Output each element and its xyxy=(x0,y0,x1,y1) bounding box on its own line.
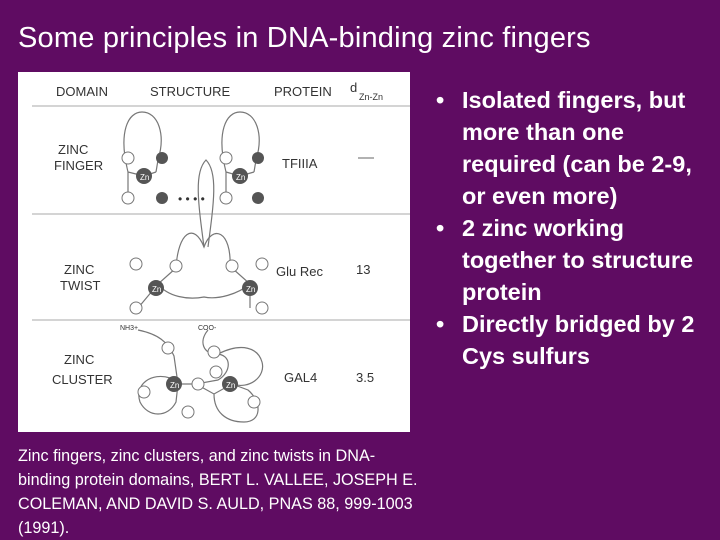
row1-protein: TFIIIA xyxy=(282,156,318,171)
row2-domain-line1: ZINC xyxy=(64,262,94,277)
bullet-item: 2 zinc working together to structure pro… xyxy=(432,212,712,308)
row2-protein: Glu Rec xyxy=(276,264,323,279)
header-domain: DOMAIN xyxy=(56,84,108,99)
zinc-cluster-atoms: NH3+ COO- Zn Zn xyxy=(120,325,261,419)
row1-domain-line2: FINGER xyxy=(54,158,103,173)
zinc-label: Zn xyxy=(170,381,179,390)
zinc-twist-atoms: Zn Zn xyxy=(129,257,269,315)
figure-caption: Zinc fingers, zinc clusters, and zinc tw… xyxy=(18,447,418,537)
header-structure: STRUCTURE xyxy=(150,84,230,99)
zinc-domain-diagram: DOMAIN STRUCTURE PROTEIN d Zn-Zn ZINC FI… xyxy=(32,80,410,423)
header-d-subscript: Zn-Zn xyxy=(359,92,383,102)
zinc-label: Zn xyxy=(140,173,149,182)
row3-protein: GAL4 xyxy=(284,370,317,385)
zinc-label: Zn xyxy=(226,381,235,390)
row2-distance: 13 xyxy=(356,262,370,277)
repeat-dots: • • • • xyxy=(178,192,205,206)
zinc-label: Zn xyxy=(152,285,161,294)
nh3-terminus-label: NH3+ xyxy=(120,325,138,332)
zinc-finger-structure xyxy=(123,111,260,204)
bullet-item: Directly bridged by 2 Cys sulfurs xyxy=(432,308,712,372)
bullet-item: Isolated fingers, but more than one requ… xyxy=(432,84,712,212)
slide-title: Some principles in DNA-binding zinc fing… xyxy=(18,22,591,54)
coo-terminus-label: COO- xyxy=(198,325,217,332)
zinc-cluster-structure xyxy=(137,329,264,423)
bullet-list: Isolated fingers, but more than one requ… xyxy=(432,84,712,372)
row3-domain-line2: CLUSTER xyxy=(52,372,113,387)
row3-domain-line1: ZINC xyxy=(64,352,94,367)
row1-domain-line1: ZINC xyxy=(58,142,88,157)
zinc-domain-figure: DOMAIN STRUCTURE PROTEIN d Zn-Zn ZINC FI… xyxy=(18,72,410,432)
header-d: d xyxy=(350,80,357,95)
zinc-finger-atoms: Zn Zn • • • • xyxy=(121,151,264,206)
row3-distance: 3.5 xyxy=(356,370,374,385)
zinc-label: Zn xyxy=(246,285,255,294)
zinc-label: Zn xyxy=(236,173,245,182)
row2-domain-line2: TWIST xyxy=(60,278,100,293)
header-protein: PROTEIN xyxy=(274,84,332,99)
